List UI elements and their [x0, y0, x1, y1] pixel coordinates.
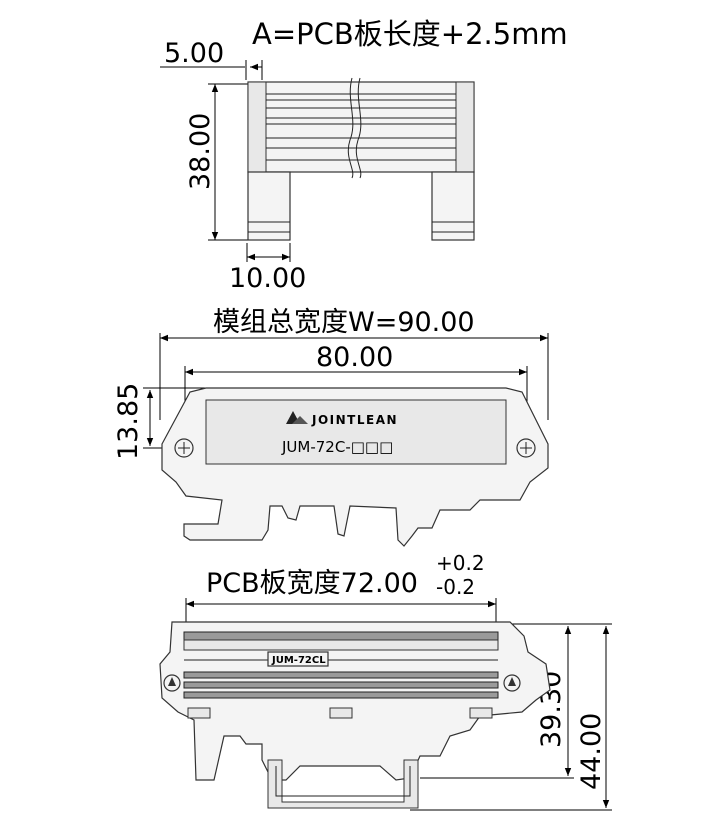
top-view-title: A=PCB板长度+2.5mm — [252, 17, 568, 51]
model-tag-text: JUM-72CL — [271, 655, 326, 666]
break-line — [355, 77, 362, 179]
label-plate — [205, 399, 507, 465]
dim-total-height: 44.00 — [576, 713, 607, 790]
side-view: PCB板宽度72.00 +0.2 -0.2 39.30 44.00 JUM-72… — [159, 551, 612, 811]
inner-width-label: 80.00 — [316, 342, 393, 373]
foot-right — [431, 171, 475, 241]
dim-height: 38.00 — [185, 113, 216, 190]
model-number: JUM-72C-□□□ — [281, 438, 393, 456]
end-cap-left — [247, 81, 267, 173]
tolerance-minus: -0.2 — [436, 575, 475, 599]
break-line — [347, 77, 354, 179]
front-view: 模组总宽度W=90.00 80.00 13.85 JOINTLEAN JUM-7… — [113, 307, 549, 547]
dim-left-width: 5.00 — [164, 38, 224, 69]
model-tag — [267, 651, 329, 667]
side-housing — [159, 621, 551, 781]
end-cap-right — [455, 81, 475, 173]
dim-foot-width: 10.00 — [229, 263, 306, 294]
pcb-strip — [183, 671, 499, 679]
pcb-strip — [183, 631, 499, 641]
din-rail — [267, 759, 419, 809]
tolerance-plus: +0.2 — [436, 551, 485, 575]
pcb-width-label: PCB板宽度72.00 — [206, 568, 418, 599]
brand-name: JOINTLEAN — [311, 413, 398, 427]
top-view: A=PCB板长度+2.5mm 5.00 10.00 38.00 — [160, 17, 568, 294]
height-label: 13.85 — [113, 383, 144, 460]
total-width-label: 模组总宽度W=90.00 — [213, 307, 475, 338]
foot-left — [247, 171, 291, 241]
